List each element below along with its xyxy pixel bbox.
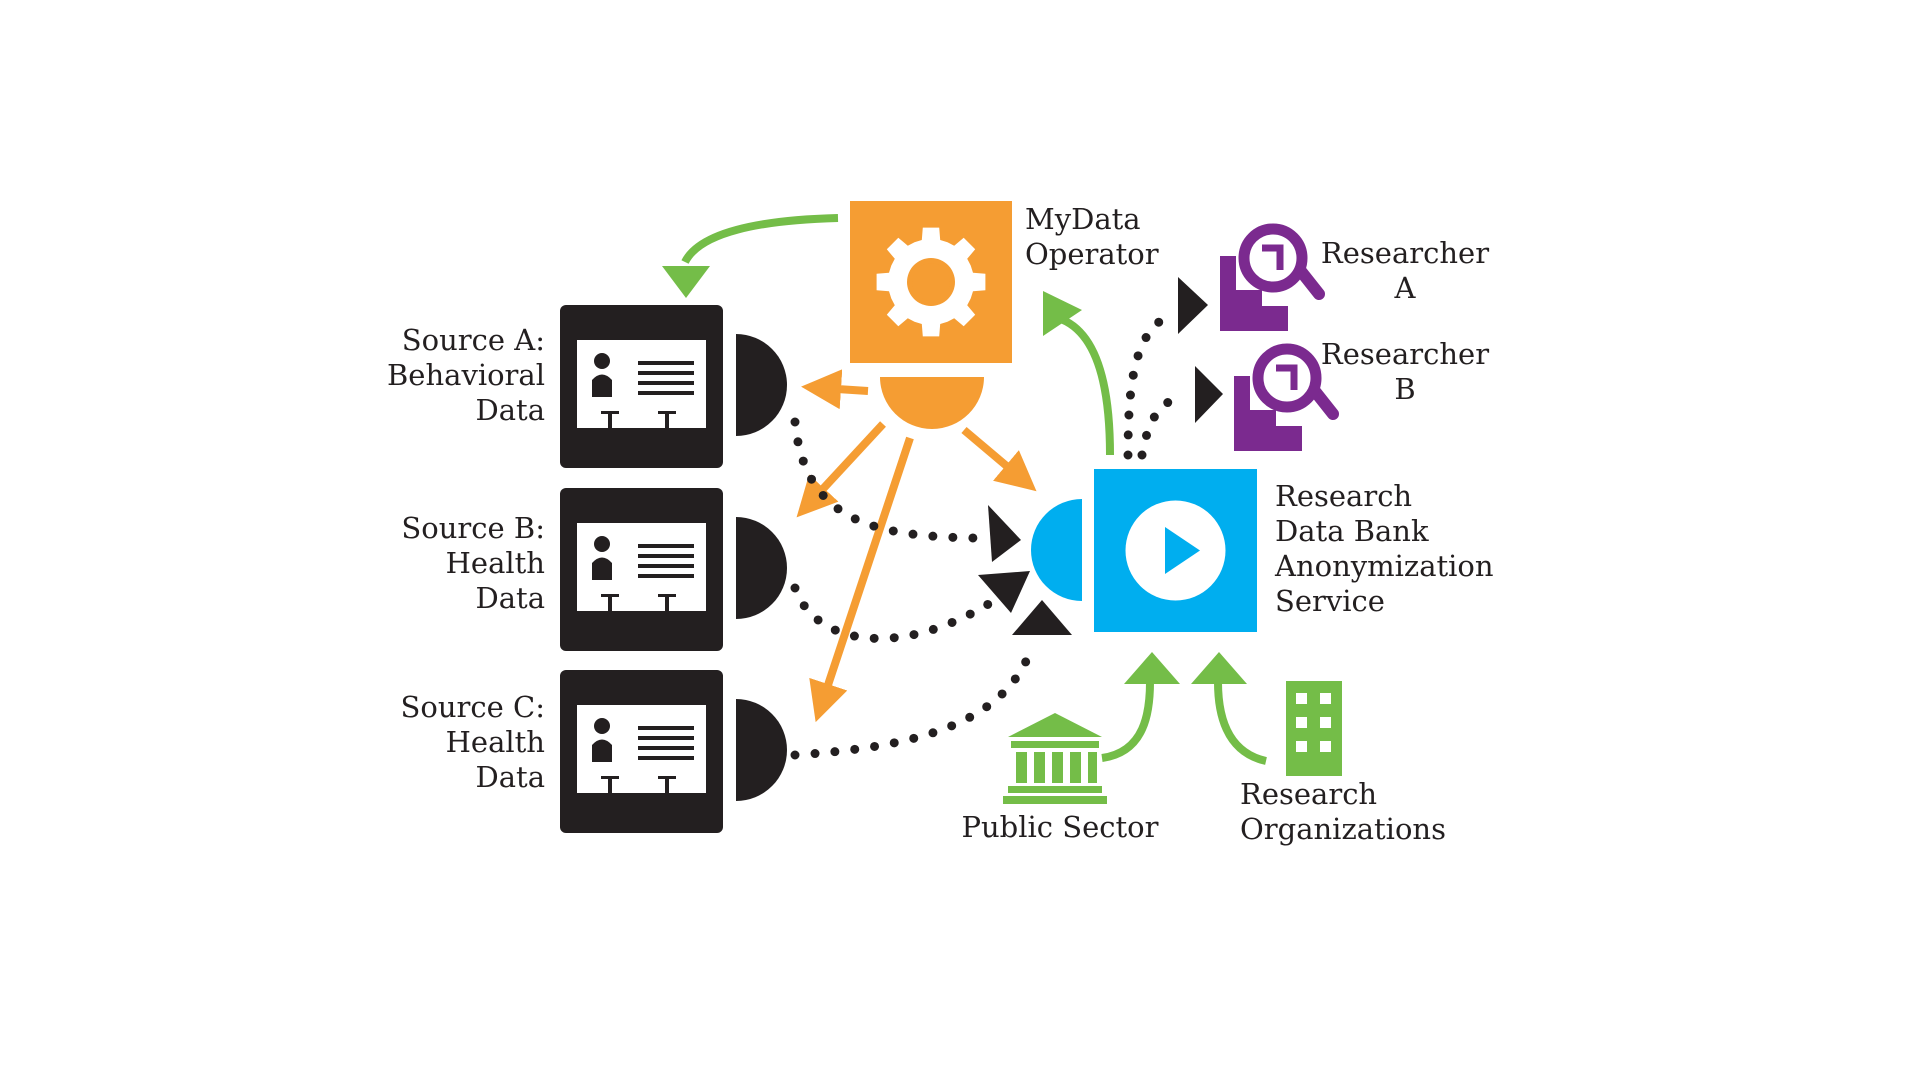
researcher-a-label-line1: Researcher <box>1321 236 1489 270</box>
person-head <box>594 353 610 369</box>
card-text-line <box>638 361 694 365</box>
card-leg <box>608 594 612 611</box>
researcher-a-label-line2: A <box>1394 271 1417 305</box>
operator-label-line1: MyData <box>1025 202 1141 236</box>
play-icon <box>1165 527 1200 574</box>
source-b-label-line2: Health <box>446 546 545 580</box>
card-text-line <box>638 726 694 730</box>
source-b-node <box>560 488 787 651</box>
arrow-head-research-organizations <box>1191 652 1247 684</box>
source-b-label-line3: Data <box>476 581 545 615</box>
source-b-connector <box>736 517 787 619</box>
card-text-line <box>638 746 694 750</box>
card-leg <box>665 776 669 793</box>
research-data-bank-node <box>1031 469 1257 632</box>
card-leg <box>608 776 612 793</box>
source-c-label-line2: Health <box>446 725 545 759</box>
source-a-label-line1: Source A: <box>402 323 545 357</box>
research-organizations-label-line1: Research <box>1240 777 1377 811</box>
office-building-icon <box>1286 681 1342 776</box>
gear-icon <box>876 227 986 337</box>
researcher-b-label-line2: B <box>1394 372 1415 406</box>
source-b-label-line1: Source B: <box>401 511 545 545</box>
card-leg <box>608 411 612 428</box>
person-head <box>594 536 610 552</box>
person-head <box>594 718 610 734</box>
mydata-operator-node <box>850 201 1012 429</box>
researcher-b-icon <box>1234 343 1339 451</box>
source-c-label-line1: Source C: <box>401 690 545 724</box>
arrow-head-to-operator <box>1043 291 1082 336</box>
data-bank-label-line1: Research <box>1275 479 1412 513</box>
data-bank-label-line3: Anonymization <box>1274 549 1494 583</box>
arrow-head-public-sector <box>1124 652 1180 684</box>
card-text-line <box>638 736 694 740</box>
card-text-line <box>638 544 694 548</box>
dotted-flows <box>790 309 1190 760</box>
card-text-line <box>638 381 694 385</box>
card-text-line <box>638 391 694 395</box>
orange-arrows <box>796 369 1037 723</box>
source-c-label-line3: Data <box>476 760 545 794</box>
data-bank-label-line2: Data Bank <box>1275 514 1429 548</box>
source-c-node <box>560 670 787 833</box>
gear-center <box>912 263 950 301</box>
source-a-node <box>560 305 787 468</box>
source-c-connector <box>736 699 787 801</box>
operator-label-line2: Operator <box>1025 237 1159 271</box>
source-a-label-line3: Data <box>476 393 545 427</box>
person-body <box>592 374 612 397</box>
person-body <box>592 557 612 580</box>
operator-connector <box>880 377 984 429</box>
card-text-line <box>638 554 694 558</box>
dotted-flow-arrowheads <box>978 277 1223 635</box>
researcher-b-label-line1: Researcher <box>1321 337 1489 371</box>
card-leg <box>665 594 669 611</box>
card-text-line <box>638 574 694 578</box>
government-building-icon <box>1003 713 1107 804</box>
card-leg <box>665 411 669 428</box>
public-sector-label: Public Sector <box>961 810 1158 844</box>
card-text-line <box>638 564 694 568</box>
data-bank-connector <box>1031 499 1082 601</box>
card-text-line <box>638 371 694 375</box>
card-text-line <box>638 756 694 760</box>
green-arrows <box>662 214 1268 765</box>
data-bank-label-line4: Service <box>1275 584 1385 618</box>
source-a-connector <box>736 334 787 436</box>
arrow-head-to-source-a <box>662 266 710 298</box>
person-body <box>592 739 612 762</box>
research-organizations-label-line2: Organizations <box>1240 812 1446 846</box>
source-a-label-line2: Behavioral <box>387 358 545 392</box>
researcher-a-icon <box>1220 223 1325 331</box>
